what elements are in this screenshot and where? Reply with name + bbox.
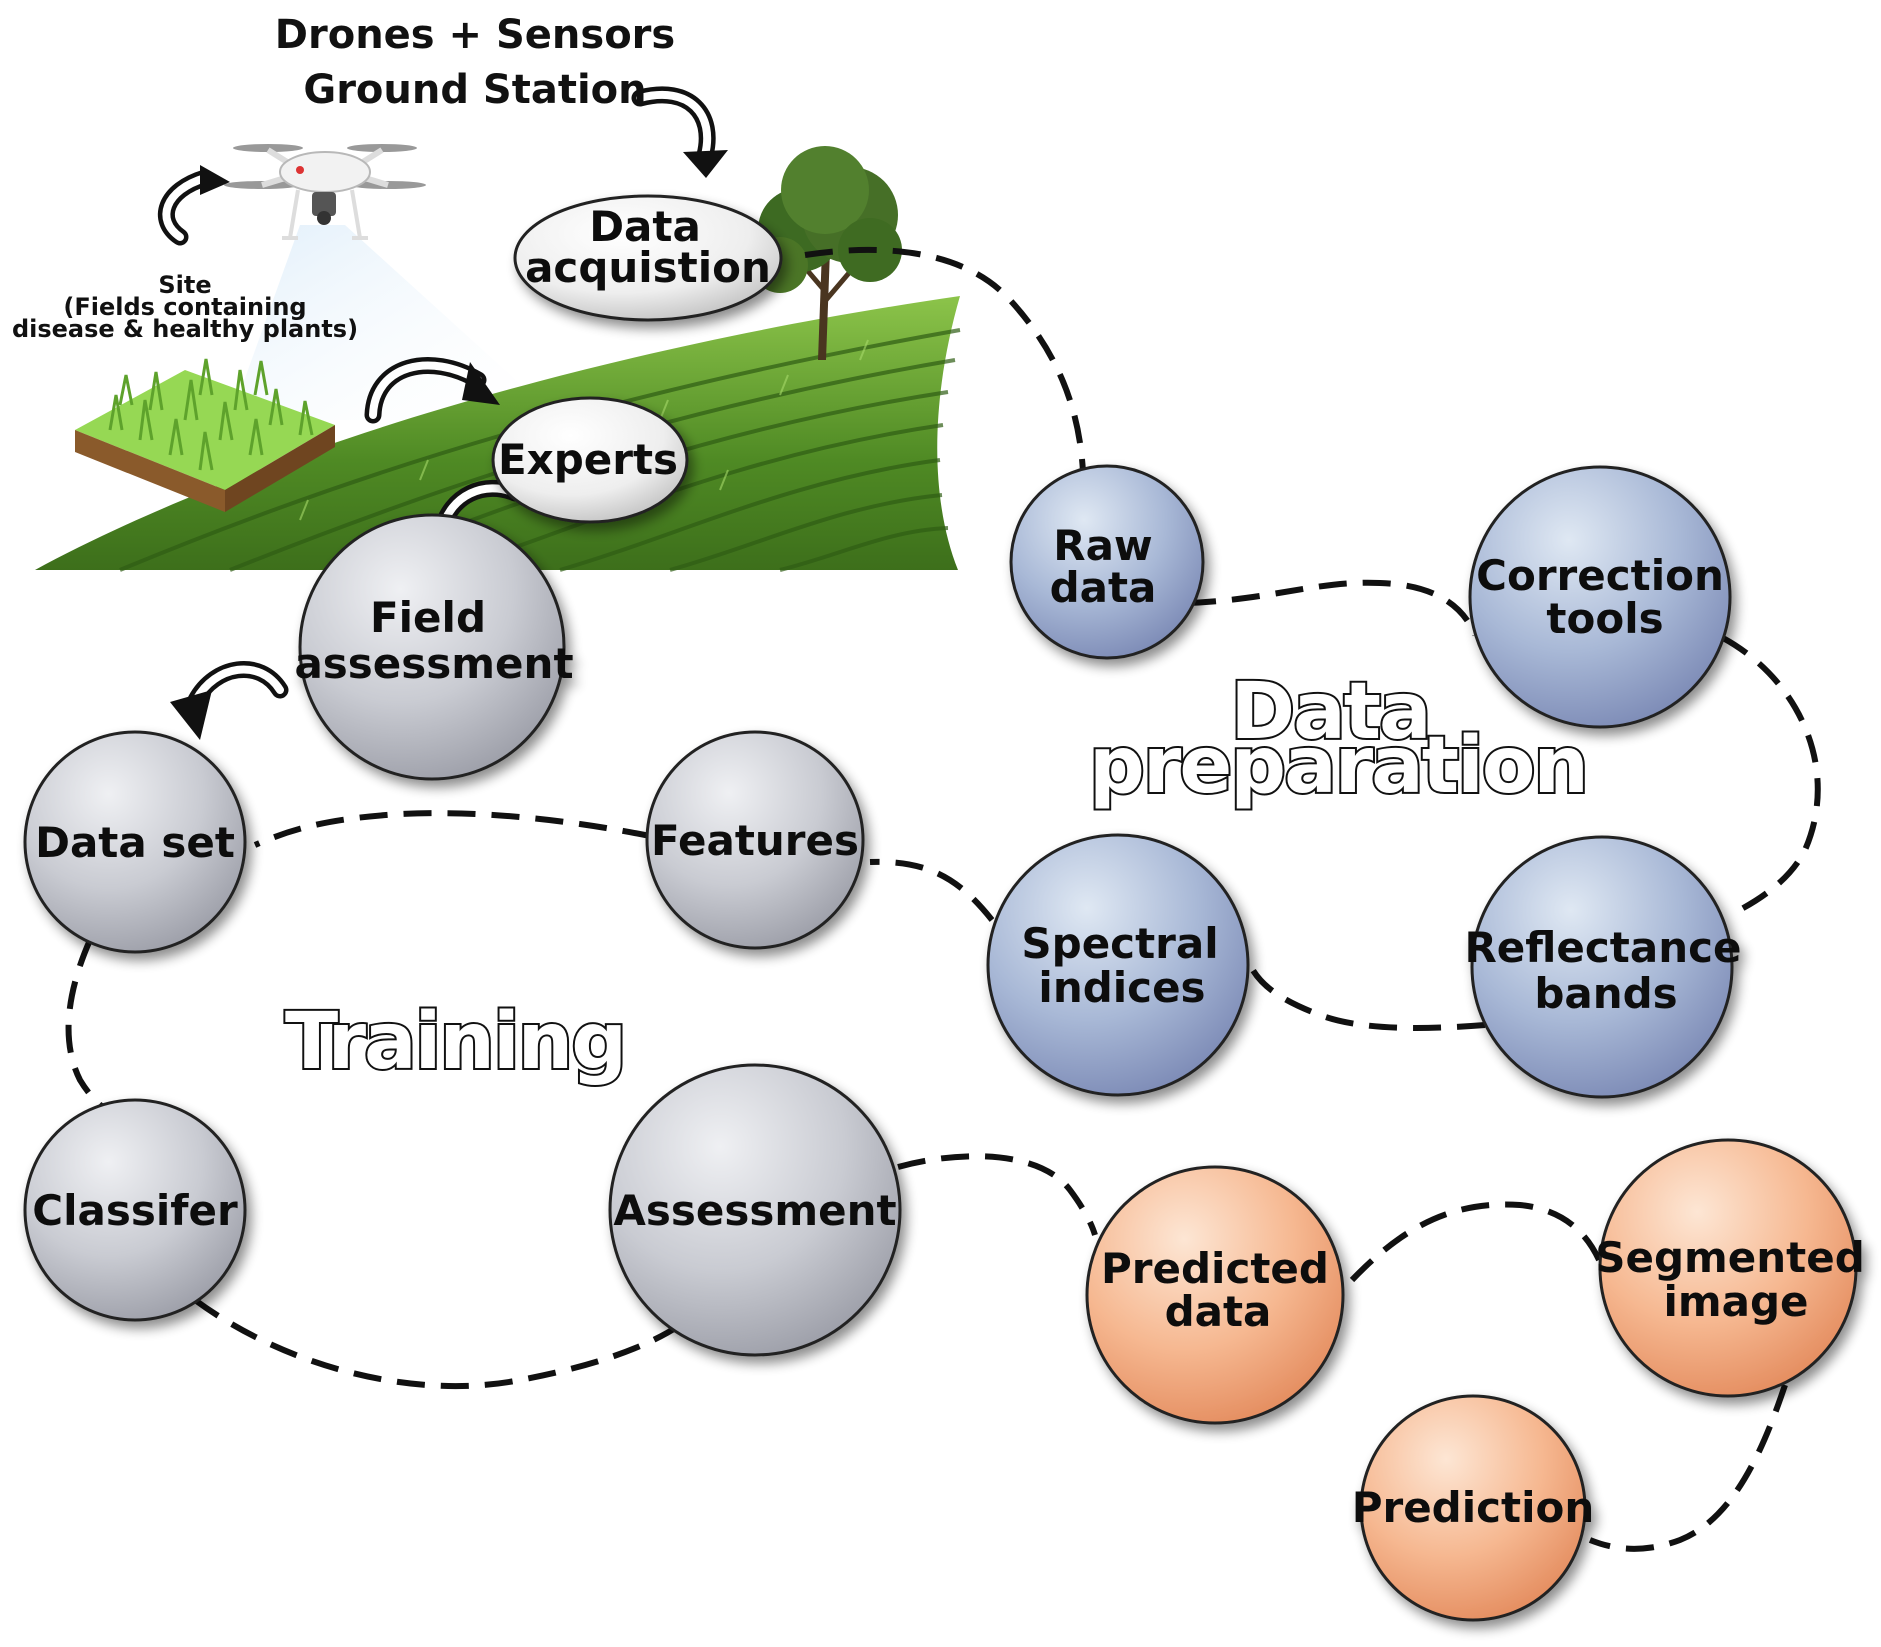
node-classifer-line1: Classifer xyxy=(32,1186,238,1235)
connector-reflectance-spectral xyxy=(1247,963,1486,1031)
connector-correction-reflectance xyxy=(1721,635,1821,918)
node-prediction: Prediction xyxy=(1352,1394,1595,1622)
node-experts: Experts xyxy=(491,396,689,524)
curved-arrow-site xyxy=(157,165,230,246)
node-prediction-line1: Prediction xyxy=(1352,1483,1595,1532)
curved-arrow-experts xyxy=(364,357,500,424)
node-correction-tools-line1: Correction xyxy=(1476,551,1724,600)
node-data-acquisition-line1: Data xyxy=(589,202,701,251)
connector-raw-correction xyxy=(1187,579,1478,637)
node-raw-data-line2: data xyxy=(1050,563,1157,612)
site-label: Site (Fields containing disease & health… xyxy=(12,271,358,343)
node-predicted-data-line1: Predicted xyxy=(1101,1244,1329,1293)
node-field-assessment: Field assessment xyxy=(294,513,574,781)
node-experts-line1: Experts xyxy=(498,435,678,484)
node-segmented-image: Segmented image xyxy=(1595,1138,1865,1398)
node-reflectance-bands: Reflectance bands xyxy=(1464,835,1742,1099)
node-features-line1: Features xyxy=(651,816,859,865)
node-reflectance-bands-line1: Reflectance xyxy=(1464,923,1741,972)
drones-sensors-label: Drones + Sensors xyxy=(275,12,675,58)
node-raw-data: Raw data xyxy=(1009,464,1205,660)
node-features: Features xyxy=(645,730,865,950)
site-title: Site xyxy=(158,271,211,299)
node-data-set: Data set xyxy=(23,730,247,954)
node-assessment: Assessment xyxy=(608,1063,902,1357)
node-segmented-image-line1: Segmented xyxy=(1595,1233,1865,1282)
node-classifer: Classifer xyxy=(23,1098,247,1322)
connector-acquisition-raw xyxy=(804,246,1086,473)
crop-field xyxy=(35,296,960,570)
node-spectral-indices-line2: indices xyxy=(1038,963,1205,1012)
node-reflectance-bands-line2: bands xyxy=(1534,969,1677,1018)
ground-station-label: Ground Station xyxy=(303,67,646,113)
node-field-assessment-line1: Field xyxy=(370,593,486,642)
drone-icon xyxy=(224,144,426,240)
site-line-2: disease & healthy plants) xyxy=(12,315,358,343)
section-title-data-preparation: Data preparation xyxy=(1087,665,1591,813)
connector-predicted-segmented xyxy=(1349,1201,1603,1283)
node-spectral-indices: Spectral indices xyxy=(986,833,1250,1097)
node-data-acquisition: Data acquistion xyxy=(513,194,783,322)
node-data-acquisition-line2: acquistion xyxy=(525,243,771,292)
node-correction-tools-line2: tools xyxy=(1546,594,1663,643)
node-predicted-data: Predicted data xyxy=(1085,1165,1345,1425)
node-correction-tools: Correction tools xyxy=(1468,465,1732,729)
node-assessment-line1: Assessment xyxy=(613,1186,896,1235)
node-field-assessment-line2: assessment xyxy=(294,639,573,688)
connector-segmented-prediction xyxy=(1588,1384,1788,1552)
connector-dataset-classifier xyxy=(65,938,120,1121)
site-line-1: (Fields containing xyxy=(63,293,306,321)
section-title-training: Training xyxy=(285,997,625,1087)
connector-assessment-predicted xyxy=(897,1153,1098,1236)
node-segmented-image-line2: image xyxy=(1663,1277,1808,1326)
curved-arrow-ground-station xyxy=(631,86,728,178)
connector-spectral-features xyxy=(869,858,995,922)
curved-arrow-data-set xyxy=(170,661,289,740)
node-predicted-data-line2: data xyxy=(1165,1287,1272,1336)
node-spectral-indices-line1: Spectral xyxy=(1021,919,1218,968)
data-preparation-line1: Data xyxy=(1230,667,1429,757)
node-data-set-line1: Data set xyxy=(35,818,235,867)
connector-features-dataset xyxy=(253,810,651,848)
node-raw-data-line1: Raw xyxy=(1053,521,1152,570)
connector-classifier-assessment xyxy=(193,1297,682,1390)
grass-block xyxy=(75,358,335,512)
data-preparation-line2: preparation xyxy=(1089,721,1587,811)
